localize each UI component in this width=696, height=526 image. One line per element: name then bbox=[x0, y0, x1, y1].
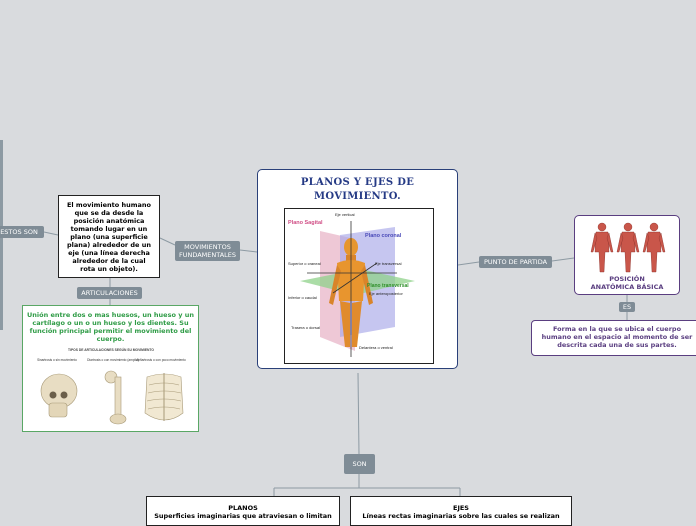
ejes-title: EJES bbox=[453, 504, 469, 512]
articulaciones-text: Unión entre dos o mas huesos, un hueso y… bbox=[27, 311, 194, 343]
main-topic-card[interactable]: PLANOS Y EJES DE MOVIMIENTO. Plano Sagit… bbox=[257, 169, 458, 369]
tag-son[interactable]: SON bbox=[344, 454, 375, 474]
label-plano-transversal: Plano transversal bbox=[367, 283, 409, 289]
ejes-card[interactable]: EJES Líneas rectas imaginarias sobre las… bbox=[350, 496, 572, 526]
posicion-label-line1: POSICIÓN bbox=[609, 275, 645, 283]
posicion-anatomica-card[interactable]: POSICIÓN ANATÓMICA BÁSICA bbox=[574, 215, 680, 295]
anatomical-planes-image: Plano Sagital Plano coronal Plano transv… bbox=[284, 208, 434, 364]
tag-movimientos-fundamentales[interactable]: MOVIMIENTOS FUNDAMENTALES bbox=[175, 241, 240, 261]
label-inferior: Inferior o caudal bbox=[288, 295, 317, 300]
label-plano-sagital: Plano Sagital bbox=[288, 220, 323, 226]
articulaciones-card[interactable]: Unión entre dos o mas huesos, un hueso y… bbox=[22, 305, 199, 432]
main-title: PLANOS Y EJES DE MOVIMIENTO. bbox=[258, 176, 457, 204]
main-title-line1: PLANOS Y EJES DE bbox=[300, 177, 415, 188]
tag-es[interactable]: ES bbox=[619, 302, 635, 312]
posicion-anatomica-label: POSICIÓN ANATÓMICA BÁSICA bbox=[575, 275, 679, 291]
movimiento-humano-card[interactable]: El movimiento humano que se da desde la … bbox=[58, 195, 160, 278]
tag-estos-son[interactable]: ESTOS SON bbox=[0, 226, 44, 238]
articulaciones-image: TIPOS DE ARTICULACIONES SEGÚN SU MOVIMIE… bbox=[31, 347, 191, 427]
ejes-text: Líneas rectas imaginarias sobre las cual… bbox=[362, 512, 560, 520]
label-eje-anteroposterior: Eje anteroposterior bbox=[369, 291, 403, 296]
joint-type-2: Diartrosis o con movimiento (amplio) bbox=[87, 358, 139, 362]
label-eje-transversal: Eje transversal bbox=[375, 261, 402, 266]
posicion-label-line2: ANATÓMICA BÁSICA bbox=[590, 283, 664, 291]
joint-image-title: TIPOS DE ARTICULACIONES SEGÚN SU MOVIMIE… bbox=[68, 347, 154, 352]
label-eje-vertical: Eje vertical bbox=[335, 212, 355, 217]
label-delantera: Delantera o ventral bbox=[359, 345, 393, 350]
label-trasera: Trasera o dorsal bbox=[291, 325, 320, 330]
planos-title: PLANOS bbox=[228, 504, 258, 512]
planes-illustration: Plano Sagital Plano coronal Plano transv… bbox=[288, 212, 415, 357]
label-superior: Superior o craneal bbox=[288, 261, 321, 266]
joint-type-1: Sinartrosis o sin movimiento bbox=[37, 358, 77, 362]
label-plano-coronal: Plano coronal bbox=[365, 233, 402, 239]
joint-types-illustration: TIPOS DE ARTICULACIONES SEGÚN SU MOVIMIE… bbox=[37, 347, 186, 425]
joint-type-3: Anfiartrosis o con poco movimiento bbox=[136, 358, 186, 362]
tag-articulaciones[interactable]: ARTICULACIONES bbox=[77, 287, 142, 299]
main-title-line2: MOVIMIENTO. bbox=[314, 191, 401, 202]
planos-text: Superficies imaginarias que atraviesan o… bbox=[154, 512, 332, 520]
posicion-description-card[interactable]: Forma en la que se ubica el cuerpo human… bbox=[531, 320, 696, 356]
tag-punto-de-partida[interactable]: PUNTO DE PARTIDA bbox=[479, 256, 552, 268]
planos-card[interactable]: PLANOS Superficies imaginarias que atrav… bbox=[146, 496, 340, 526]
anatomy-figures-image bbox=[590, 222, 666, 273]
